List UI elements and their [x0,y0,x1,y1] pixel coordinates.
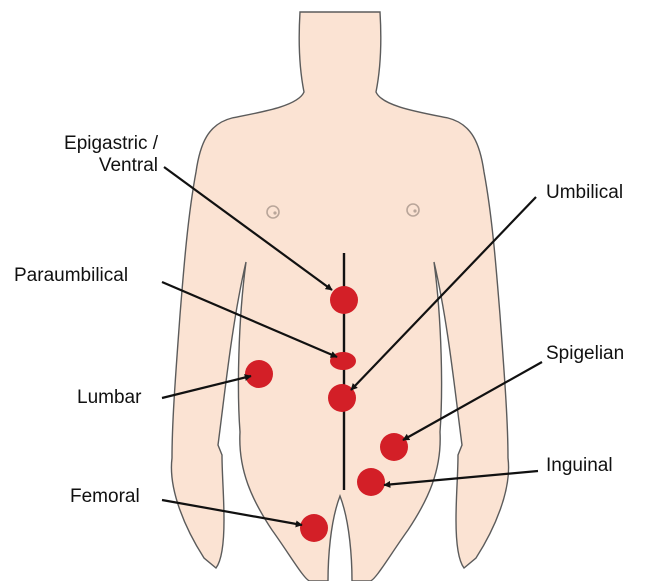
paraumbilical-label: Paraumbilical [14,265,128,287]
femoral-label: Femoral [70,486,140,508]
inguinal-label: Inguinal [546,455,613,477]
lumbar-marker [245,360,273,388]
epigastric-label-line2: Ventral [20,155,158,177]
epigastric-marker [330,286,358,314]
epigastric-label-line1: Epigastric / [20,133,158,155]
epigastric-label: Epigastric / Ventral [20,133,158,177]
lumbar-label: Lumbar [77,387,141,409]
umbilical-label: Umbilical [546,182,623,204]
spigelian-marker [380,433,408,461]
spigelian-label: Spigelian [546,343,624,365]
femoral-marker [300,514,328,542]
inguinal-marker [357,468,385,496]
